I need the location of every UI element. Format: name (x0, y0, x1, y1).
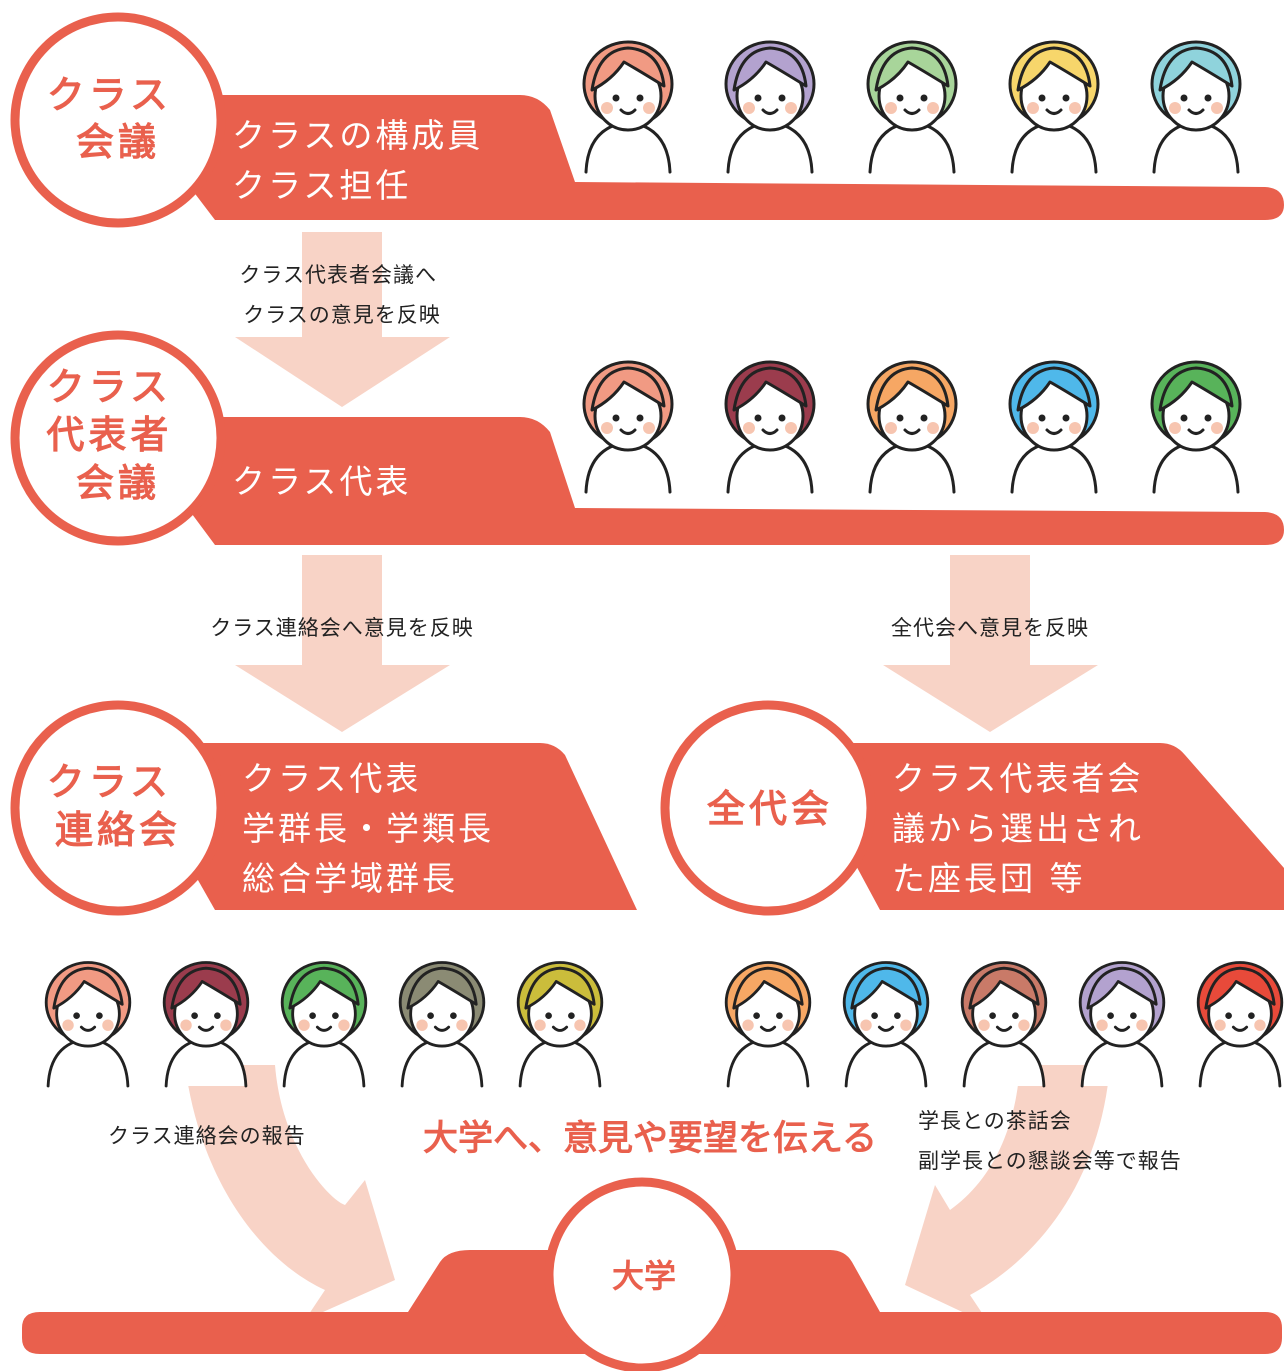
arrow-label-to-liaison: クラス連絡会へ意見を反映 (210, 616, 474, 640)
person-smiling-icon (1196, 961, 1284, 1088)
liaison-badge-title: クラス 連絡会 (47, 760, 189, 852)
class-meeting-badge (10, 12, 226, 228)
person-long-hair-icon (724, 360, 816, 494)
illustration-row-zendaikai (724, 961, 1284, 1088)
class-meeting-band (120, 95, 1284, 220)
zendaikai-badge-title: 全代会 (706, 787, 833, 831)
arrow-label-to-rep: クラス代表者会議へ クラスの意見を反映 (239, 263, 444, 327)
arrow-liaison-to-university (185, 1065, 395, 1320)
person-thinking-icon (1150, 40, 1242, 174)
illustration-row-rep-meeting (582, 360, 1242, 494)
illustration-row-liaison (44, 961, 604, 1088)
arrow-rep-to-zendaikai (883, 555, 1098, 732)
zendaikai-band (790, 743, 1284, 910)
person-arms-crossed-icon (724, 40, 816, 174)
arrow-zendaikai-to-university (905, 1065, 1110, 1325)
arrow-label-liaison-report: クラス連絡会の報告 (108, 1124, 306, 1148)
class-meeting-members: クラスの構成員 クラス担任 (232, 116, 497, 205)
person-curly-hair-icon (842, 961, 930, 1088)
class-meeting-badge-title: クラス 会議 (47, 73, 189, 164)
liaison-badge (10, 700, 226, 916)
person-smiling-icon (1008, 40, 1100, 174)
rep-meeting-band (120, 417, 1284, 545)
person-glasses-pointing-icon (724, 961, 812, 1088)
liaison-members: クラス代表 学群長・学類長 総合学域群長 (242, 759, 508, 898)
arrow-label-zendaikai-report: 学長との茶話会 副学長との懇談会等で報告 (918, 1109, 1182, 1173)
center-message: 大学へ、意見や要望を伝える (423, 1118, 877, 1159)
person-arms-crossed-icon (960, 961, 1048, 1088)
arrow-rep-to-liaison (235, 555, 450, 732)
person-hands-up-icon (1078, 961, 1166, 1088)
arrow-label-to-zendaikai: 全代会へ意見を反映 (891, 616, 1089, 640)
zendaikai-members: クラス代表者会 議から選出され た座長団 等 (892, 759, 1158, 898)
person-curly-hair-icon (1008, 360, 1100, 494)
person-waving-icon (44, 961, 132, 1088)
university-badge (544, 1177, 740, 1371)
rep-meeting-badge-title: クラス 代表者 会議 (46, 365, 189, 505)
person-long-hair-icon (162, 961, 250, 1088)
person-arms-crossed-icon (1150, 360, 1242, 494)
rep-meeting-badge (10, 330, 226, 546)
person-ponytail-icon (516, 961, 604, 1088)
illustration-row-class-meeting (582, 40, 1242, 174)
liaison-band (120, 743, 637, 910)
person-suit-icon (398, 961, 486, 1088)
zendaikai-badge (660, 700, 876, 916)
person-waving-icon (582, 40, 674, 174)
person-waving-icon (582, 360, 674, 494)
person-glasses-pointing-icon (866, 360, 958, 494)
rep-meeting-members: クラス代表 (232, 462, 411, 501)
arrow-class-to-rep (235, 232, 450, 407)
person-arms-crossed-icon (280, 961, 368, 1088)
person-hand-raised-icon (866, 40, 958, 174)
university-badge-title: 大学 (612, 1257, 676, 1295)
